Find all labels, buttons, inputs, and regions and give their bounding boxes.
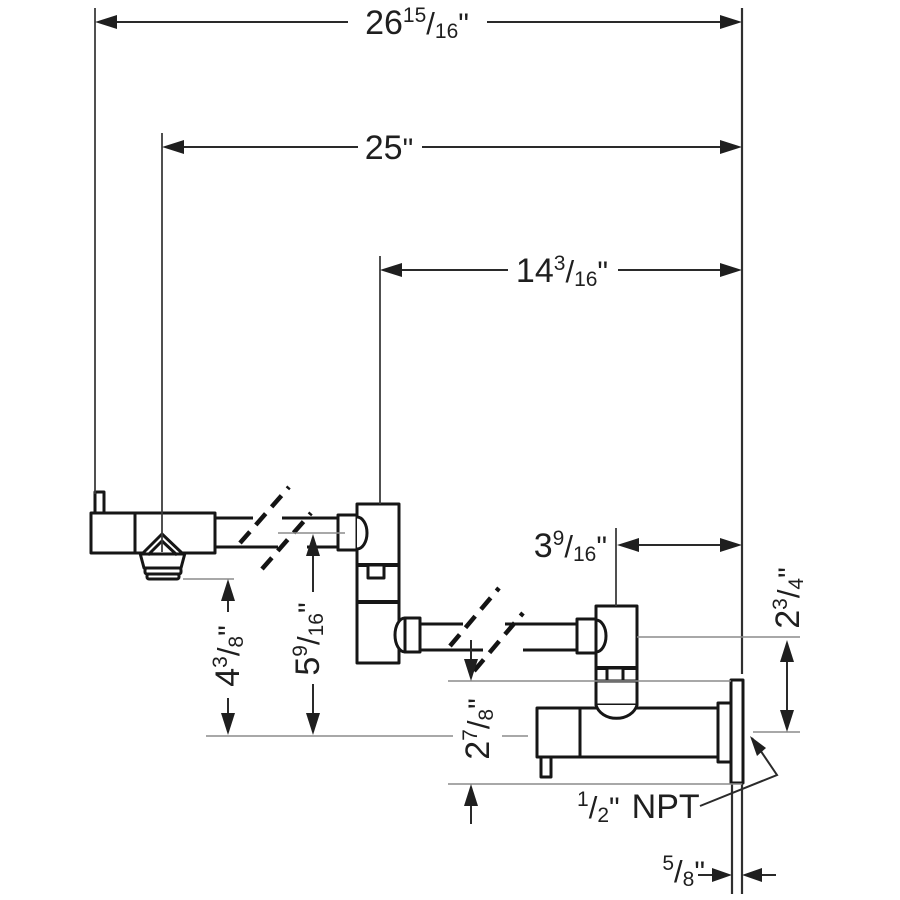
arm1-pipe (215, 516, 338, 549)
arrowhead (306, 713, 320, 735)
nozzle-cone-inner (146, 539, 179, 557)
valve-handle-tab (539, 755, 553, 779)
dimension-lines (95, 15, 794, 882)
dim-label-aerator-height: 43/8" (209, 625, 248, 687)
dim-label-overall-width: 2615/16" (365, 4, 469, 43)
dim-label-escutcheon-height: 27/8" (459, 698, 498, 760)
joint2-bottom-dome (594, 704, 639, 720)
dimension-labels: 2615/16" 25" 143/16" 39/16" 23/4" 43/8" … (209, 4, 808, 891)
arrowhead (720, 140, 742, 154)
faucet-outline (89, 485, 745, 785)
arm2-end-dome (595, 618, 608, 654)
dim-label-spout-reach: 25" (365, 129, 413, 167)
wall-flange-plate (729, 678, 745, 785)
dim-label-supply-connection: 1/2"NPT (577, 788, 700, 827)
arrowhead (742, 868, 762, 882)
arrowhead (720, 15, 742, 29)
dim-label-arm-drop: 23/4" (769, 567, 808, 629)
extension-lines (94, 8, 800, 894)
arm2-break-lines (448, 586, 525, 673)
arrowhead (162, 140, 184, 154)
arm1-end-dome (356, 515, 369, 551)
arrowhead (780, 710, 794, 732)
spout-stop-tab (93, 490, 106, 516)
dim-label-joint-offset: 39/16" (534, 527, 607, 566)
joint2-band-notch (605, 666, 625, 683)
arrowhead (750, 736, 766, 756)
arrowhead (780, 640, 794, 662)
dim-label-arm-reach: 143/16" (516, 252, 608, 291)
arm2-start-dome (393, 616, 406, 654)
arrowhead (221, 713, 235, 735)
arrowhead (95, 15, 117, 29)
arrowhead (720, 538, 742, 552)
arrowhead (306, 534, 320, 556)
dim-label-escutcheon-depth: 5/8" (662, 852, 705, 891)
arm2-pipe (420, 622, 577, 652)
arrowhead (464, 784, 478, 806)
arrowhead (712, 868, 732, 882)
aerator-ring-2 (145, 572, 181, 581)
arm2-sleeve-right (575, 617, 598, 655)
arm2-sleeve-left (403, 616, 422, 654)
arrowhead (380, 263, 402, 277)
joint1-band-notch (366, 563, 386, 580)
arm1-break-lines (238, 485, 313, 571)
arrowhead (464, 659, 478, 681)
arrowhead (720, 263, 742, 277)
arrowhead (221, 579, 235, 601)
arrowhead (617, 538, 639, 552)
joint2-body (594, 604, 639, 707)
dim-label-arm-height: 59/16" (289, 602, 328, 675)
